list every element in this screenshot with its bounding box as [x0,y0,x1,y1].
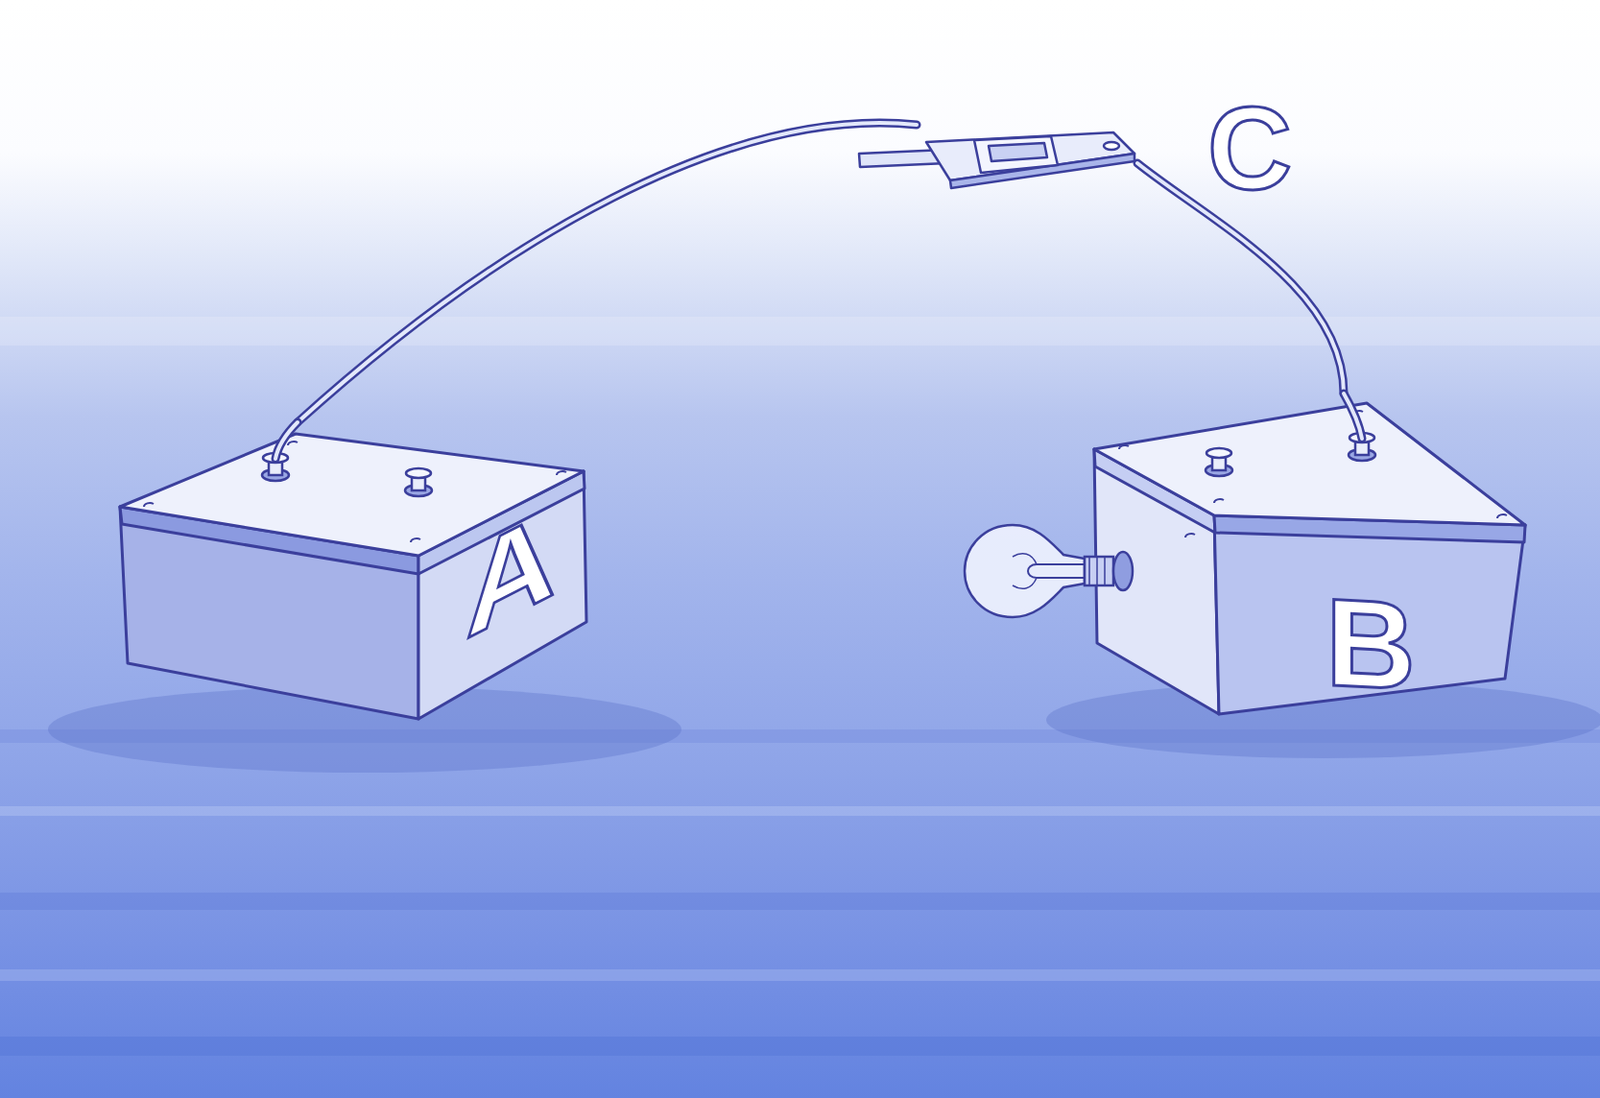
lamp-box-part-part [1214,515,1526,715]
wire [297,122,917,423]
wire-part [297,122,917,423]
battery-box-part-part [556,471,567,476]
battery-box: A [105,422,605,740]
wire-part [297,122,917,423]
light-bulb-part [1036,564,1085,578]
switch-device-part-part [1103,142,1120,150]
background-streaks-part [0,892,1600,910]
light-bulb-part [964,525,1085,618]
lamp-box-part-part [1206,448,1232,458]
switch-device [854,124,1138,202]
lamp-box-part [1094,403,1526,715]
battery-box-part-part [143,502,154,507]
lamp-box-part [1343,393,1362,439]
lamp-box-part-part [1497,514,1507,519]
light-bulb-part [1027,564,1037,578]
lamp-box-part-part [1214,499,1224,503]
switch-device-part [859,132,1135,189]
lamp-box-part [1343,393,1362,439]
battery-box-part [119,433,587,719]
background-streaks-part [0,969,1600,981]
battery-box-part [275,422,298,459]
lamp-box-part-part [1185,533,1195,538]
light-bulb-part [1012,553,1037,590]
background-streaks [0,316,1600,1056]
background-streaks-part [0,806,1600,816]
lamp-box-part-part [1119,445,1129,450]
switch-device-part-part [974,136,1058,173]
box-letter: C [1192,90,1308,208]
switch-device: C [854,124,1138,202]
battery-box-part-part [287,441,298,446]
battery-box-part-part [410,538,421,543]
light-bulb-part [1084,556,1114,586]
lamp-box-part-part [1094,403,1526,526]
lamp-box-part [1119,410,1507,538]
switch-device-part-part [988,143,1048,162]
lamp-box-part [1205,432,1376,477]
box-letter: B [1303,577,1438,710]
background-streaks-part [0,1036,1600,1056]
light-bulb-part [1113,551,1133,591]
light-bulb [964,525,1133,618]
background-streaks-part [0,316,1600,346]
battery-box-part [262,453,432,497]
battery-box-part-part [405,468,431,478]
lamp-box [940,393,1555,730]
light-bulb-part [1089,556,1105,586]
battery-box-part [275,422,298,459]
lamp-box: B [940,393,1555,730]
